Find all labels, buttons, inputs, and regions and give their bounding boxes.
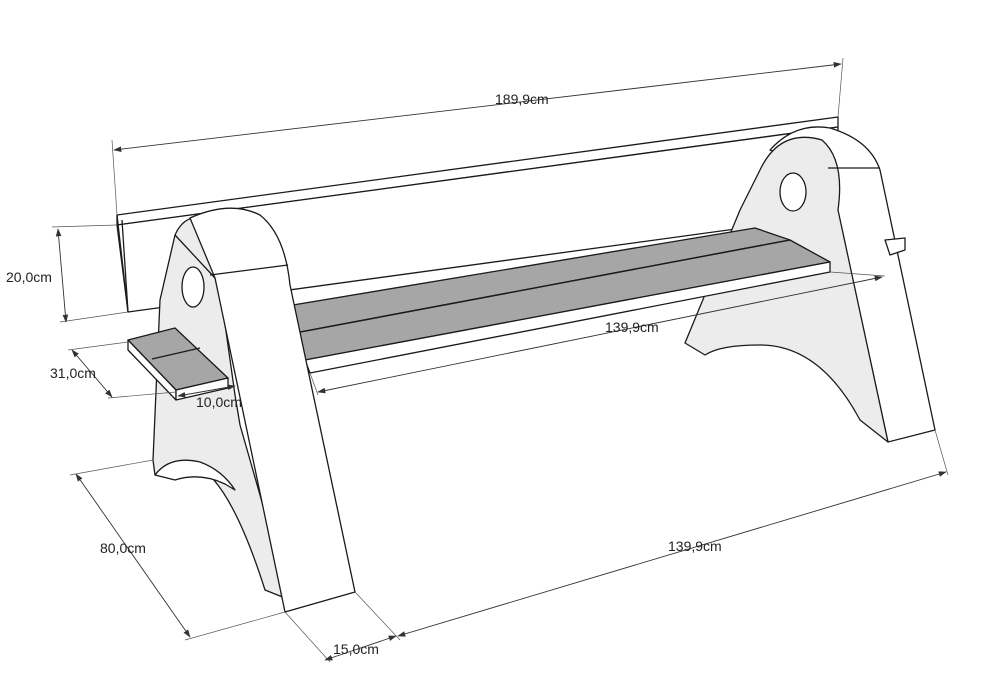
label-leg-spacing: 139,9cm [668,538,722,554]
label-overall-length: 189,9cm [495,91,549,107]
dimension-overall-length: 189,9cm [111,57,844,216]
label-armrest-width: 10,0cm [196,394,242,410]
dimension-leg-depth: 80,0cm [69,459,286,641]
right-armrest [884,237,906,256]
right-leg-hole [779,172,807,212]
left-leg [152,207,356,613]
left-leg-hole [181,266,205,308]
label-seat-length: 139,9cm [605,319,659,335]
dimension-seat-length: 139,9cm [309,271,886,396]
dimension-armrest-length: 31,0cm [50,341,177,399]
label-backrest-height: 20,0cm [6,269,52,285]
label-leg-thickness: 15,0cm [333,641,379,657]
dimension-leg-thickness: 15,0cm [284,591,401,663]
dimension-backrest-height: 20,0cm [6,224,129,323]
label-leg-depth: 80,0cm [100,540,146,556]
dimension-armrest-width: 10,0cm [177,384,242,410]
dimension-leg-spacing: 139,9cm [397,429,949,637]
label-armrest-length: 31,0cm [50,365,96,381]
